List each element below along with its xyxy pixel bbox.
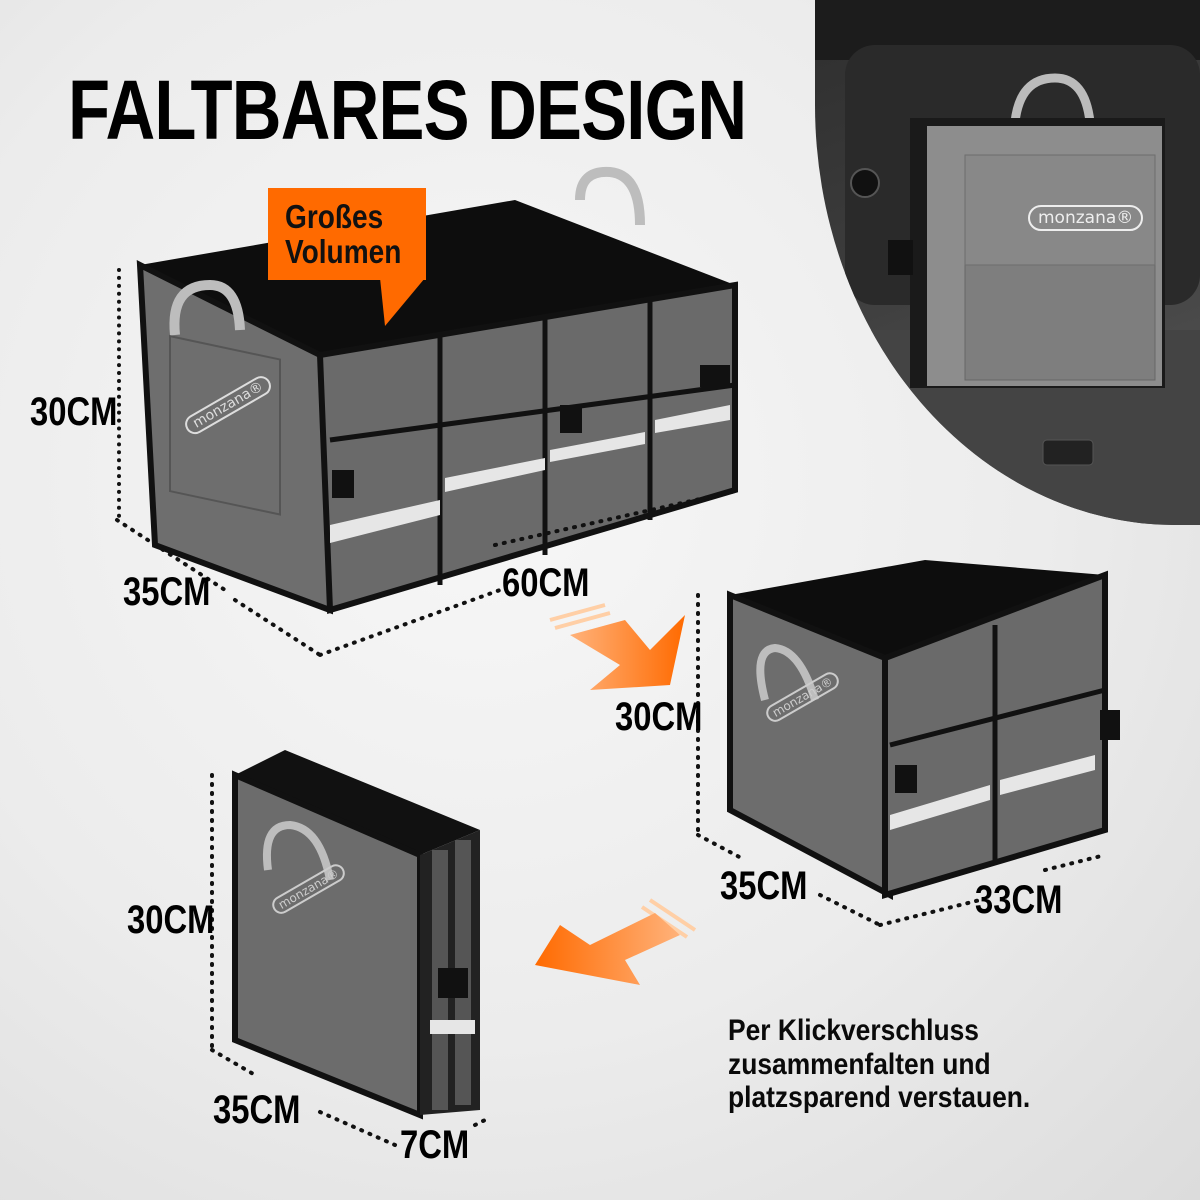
volume-callout (268, 188, 426, 280)
large-height-label: 30CM (30, 390, 118, 434)
folded-depth-label: 35CM (213, 1088, 301, 1132)
folded-organizer-in-trunk-illustration (815, 0, 1200, 525)
page-title: FALTBARES DESIGN (68, 63, 747, 157)
medium-height-label: 30CM (615, 695, 703, 739)
folded-width-label: 7CM (400, 1123, 470, 1167)
caption-line-1: Per Klickverschluss (728, 1014, 979, 1047)
arrow-down-right-icon (549, 603, 685, 690)
caption-line-3: platzsparend verstauen. (728, 1081, 1031, 1115)
callout-line-2: Volumen (285, 232, 402, 270)
dimension-line-large-height (117, 268, 121, 518)
caption-line-2: zusammenfalten und (728, 1047, 991, 1081)
callout-line-1: Großes (285, 198, 384, 235)
arrow-down-left-icon (535, 898, 697, 985)
callout-pointer (380, 278, 425, 326)
medium-depth-label: 35CM (720, 864, 808, 908)
folded-height-label: 30CM (127, 898, 215, 942)
large-width-label: 60CM (502, 561, 590, 605)
volume-callout-text: Großes Volumen (285, 198, 402, 270)
fold-instructions-caption: Per Klickverschluss zusammenfalten und p… (728, 1014, 1030, 1115)
large-depth-label: 35CM (123, 570, 211, 614)
brand-logo: monzana® (1028, 205, 1144, 231)
trunk-photo: monzana® (815, 0, 1200, 525)
medium-width-label: 33CM (975, 878, 1063, 922)
